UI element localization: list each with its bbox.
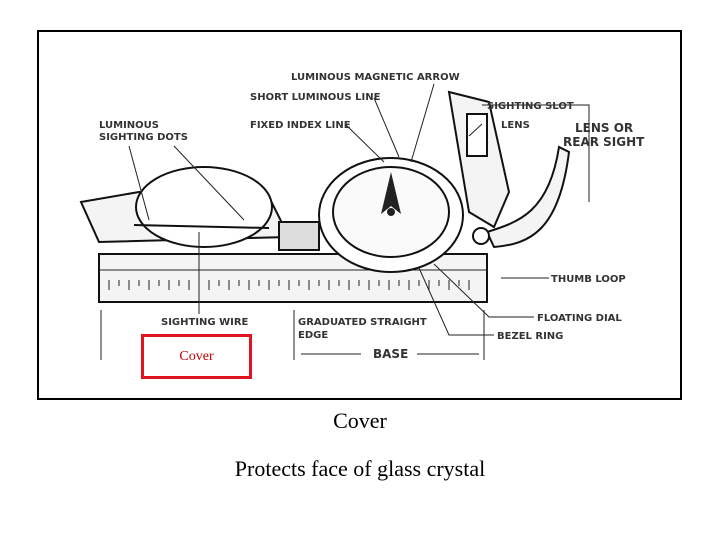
sighting-wire-line <box>133 224 270 229</box>
label-luminous-sighting-dots-line1: LUMINOUS <box>99 120 159 131</box>
label-base: BASE <box>373 347 408 361</box>
caption-description: Protects face of glass crystal <box>234 456 486 481</box>
label-sighting-slot: SIGHTING SLOT <box>487 101 574 112</box>
cover-highlight-label: Cover <box>179 348 214 364</box>
label-floating-dial: FLOATING DIAL <box>537 313 622 324</box>
label-sighting-wire: SIGHTING WIRE <box>161 317 249 328</box>
cover-window <box>135 166 273 248</box>
dial-center <box>387 208 395 216</box>
label-short-luminous-line: SHORT LUMINOUS LINE <box>250 92 381 103</box>
caption-title: Cover <box>333 408 387 433</box>
label-luminous-magnetic-arrow: LUMINOUS MAGNETIC ARROW <box>291 72 460 83</box>
label-luminous-sighting-dots-line2: SIGHTING DOTS <box>99 132 188 143</box>
magnetic-arrow <box>381 172 401 214</box>
leader-lines <box>100 83 590 360</box>
thumb-loop-pivot <box>472 227 490 245</box>
hinge <box>278 221 320 251</box>
label-bezel-ring: BEZEL RING <box>497 331 563 342</box>
label-graduated-straight-edge-line2: EDGE <box>298 330 328 341</box>
label-thumb-loop: THUMB LOOP <box>551 274 626 285</box>
label-lens-or-rear-sight-line1: LENS OR <box>575 121 633 135</box>
label-lens: LENS <box>501 120 530 131</box>
label-lens-or-rear-sight-line2: REAR SIGHT <box>563 135 645 149</box>
rear-sight <box>447 90 511 229</box>
label-fixed-index-line: FIXED INDEX LINE <box>250 120 351 131</box>
graduated-scale-ticks <box>108 280 470 290</box>
compass-diagram-figure: LUMINOUS MAGNETIC ARROW SHORT LUMINOUS L… <box>37 30 682 400</box>
thumb-loop <box>485 145 571 249</box>
compass-diagram: LUMINOUS MAGNETIC ARROW SHORT LUMINOUS L… <box>79 72 645 361</box>
label-graduated-straight-edge-line1: GRADUATED STRAIGHT <box>298 317 427 328</box>
cover-highlight-box: Cover <box>141 334 252 379</box>
